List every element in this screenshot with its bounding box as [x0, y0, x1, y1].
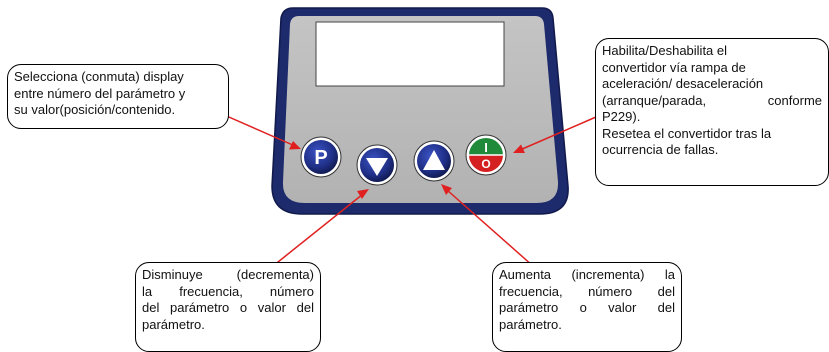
callout-line: del parámetro o valor del	[142, 300, 314, 315]
callout-line: la frecuencia, número	[142, 283, 314, 299]
run-stop-button[interactable]: I O	[465, 134, 507, 176]
run-label: I	[484, 140, 488, 155]
run-half	[469, 138, 503, 155]
p-button[interactable]: P	[300, 136, 342, 178]
callout-line: entre número del parámetro y	[14, 85, 186, 101]
callout-line: Selecciona (conmuta) display	[14, 69, 184, 84]
up-button[interactable]	[413, 140, 455, 182]
down-button[interactable]	[356, 144, 398, 186]
callout-line: convertidor vía rampa de	[602, 59, 746, 75]
callout-line: Aumenta (incrementa) la	[499, 267, 675, 282]
callout-line: Resetea el convertidor tras la	[602, 125, 772, 141]
arrow-to-up-button	[441, 184, 534, 267]
callout-up-button: Aumenta (incrementa) la frecuencia, núme…	[492, 262, 682, 352]
p-button-label: P	[314, 147, 327, 169]
pointer-arrows	[221, 113, 597, 267]
callout-line: su valor(posición/contenido.	[14, 102, 176, 117]
callout-line: frecuencia, número del	[499, 283, 675, 299]
callout-line: ocurrencia de fallas.	[602, 142, 719, 157]
callout-line: Disminuye (decrementa)	[142, 267, 314, 282]
callout-line: (arranque/parada, conforme	[602, 92, 822, 108]
callout-run-stop: Habilita/Deshabilita el convertidor vía …	[595, 38, 829, 186]
arrow-to-run-stop	[513, 116, 597, 153]
stop-half	[469, 155, 503, 172]
callout-line: parámetro o valor del	[499, 300, 675, 315]
callout-down-button: Disminuye (decrementa) la frecuencia, nú…	[135, 262, 321, 352]
callout-line: Habilita/Deshabilita el	[602, 43, 728, 58]
arrow-to-p-button	[221, 113, 301, 150]
callout-line: parámetro.	[142, 316, 205, 332]
callout-line: P229).	[602, 109, 641, 124]
down-triangle-icon	[366, 158, 388, 176]
stop-label: O	[481, 157, 490, 171]
callout-line: aceleración/ desaceleración	[602, 76, 764, 91]
callout-line: parámetro.	[499, 316, 562, 332]
callout-p-button: Selecciona (conmuta) display entre númer…	[7, 64, 229, 129]
arrow-to-down-button	[272, 189, 369, 267]
display-window	[315, 21, 505, 87]
up-triangle-icon	[423, 150, 445, 170]
